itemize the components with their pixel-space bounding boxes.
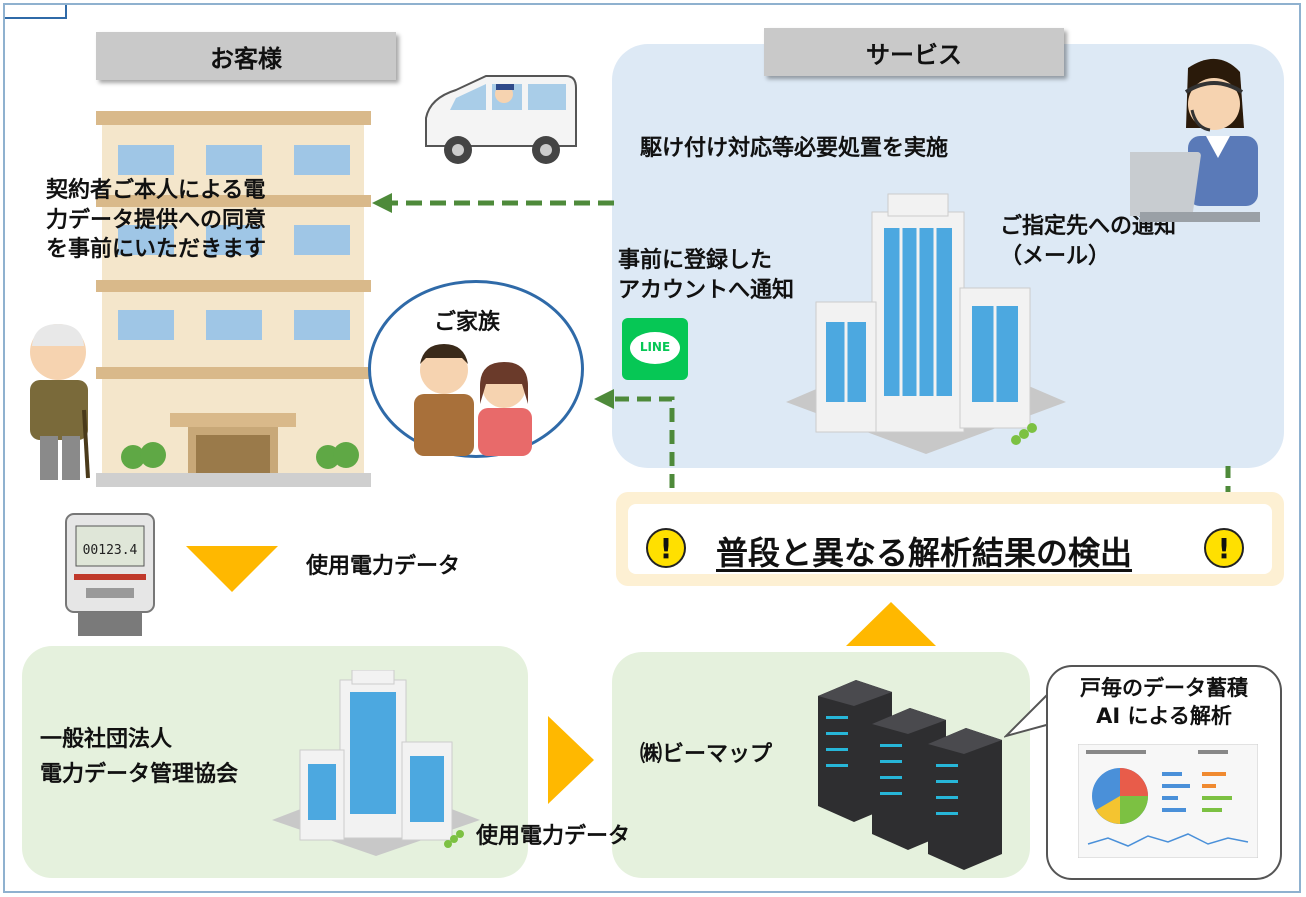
mail-notify-line-2: （メール） (1000, 243, 1111, 269)
diagram-frame (3, 3, 1301, 893)
family-couple-icon (414, 344, 532, 456)
association-text: 一般社団法人 電力データ管理協会 (40, 722, 238, 792)
server-icon (818, 680, 1002, 870)
dispatch-arrow (372, 193, 614, 213)
svg-text:00123.4: 00123.4 (83, 543, 138, 558)
analysis-line-2: AI による解析 (1096, 704, 1232, 729)
account-notify-line-1: 事前に登録した (618, 248, 773, 273)
corner-tab (5, 5, 67, 19)
analysis-text: 戸毎のデータ蓄積 AI による解析 (1046, 674, 1282, 731)
family-label: ご家族 (434, 310, 501, 335)
association-line-1: 一般社団法人 (40, 727, 173, 752)
line-logo-text: LINE (639, 340, 671, 354)
apartment-icon (96, 111, 371, 487)
consent-line-3: を事前にいただきます (46, 237, 267, 263)
account-notify-text: 事前に登録した アカウントへ通知 (618, 246, 794, 305)
chart-icon (1078, 744, 1258, 858)
consent-text: 契約者ご本人による電 力データ提供への同意 を事前にいただきます (46, 176, 266, 265)
electric-meter-icon: 00123.4 (65, 513, 155, 636)
family-notify-arrow (594, 389, 675, 510)
mail-notify-text: ご指定先への通知 （メール） (1000, 212, 1176, 271)
arrow-right-icon (548, 716, 594, 804)
elderly-person-icon (30, 324, 90, 480)
alert-box (616, 492, 1284, 586)
alert-inner (628, 504, 1272, 574)
arrow-down-icon (186, 546, 278, 592)
usage-data-label-bottom: 使用電力データ (476, 824, 631, 849)
company-name: ㈱ビーマップ (640, 742, 773, 767)
customer-header: お客様 (96, 32, 396, 80)
bubble-tail (1004, 691, 1051, 738)
dispatch-text: 駆け付け対応等必要処置を実施 (640, 136, 949, 161)
building-icon (272, 670, 480, 856)
consent-line-1: 契約者ご本人による電 (46, 178, 266, 203)
van-icon (425, 75, 577, 164)
alert-text: 普段と異なる解析結果の検出 (716, 534, 1133, 572)
arrow-up-icon (846, 602, 936, 646)
account-notify-line-2: アカウントへ通知 (618, 277, 795, 303)
line-logo-icon: LINE (622, 318, 688, 380)
analysis-line-1: 戸毎のデータ蓄積 (1080, 676, 1248, 700)
building-icon (786, 193, 1066, 454)
operator-icon (1130, 58, 1260, 222)
service-header: サービス (764, 28, 1064, 76)
family-circle (368, 280, 584, 458)
usage-data-label-top: 使用電力データ (306, 554, 461, 579)
consent-line-2: 力データ提供への同意 (46, 207, 267, 233)
warning-icon: ! (1204, 528, 1244, 568)
warning-icon: ! (646, 528, 686, 568)
association-line-2: 電力データ管理協会 (40, 762, 239, 788)
